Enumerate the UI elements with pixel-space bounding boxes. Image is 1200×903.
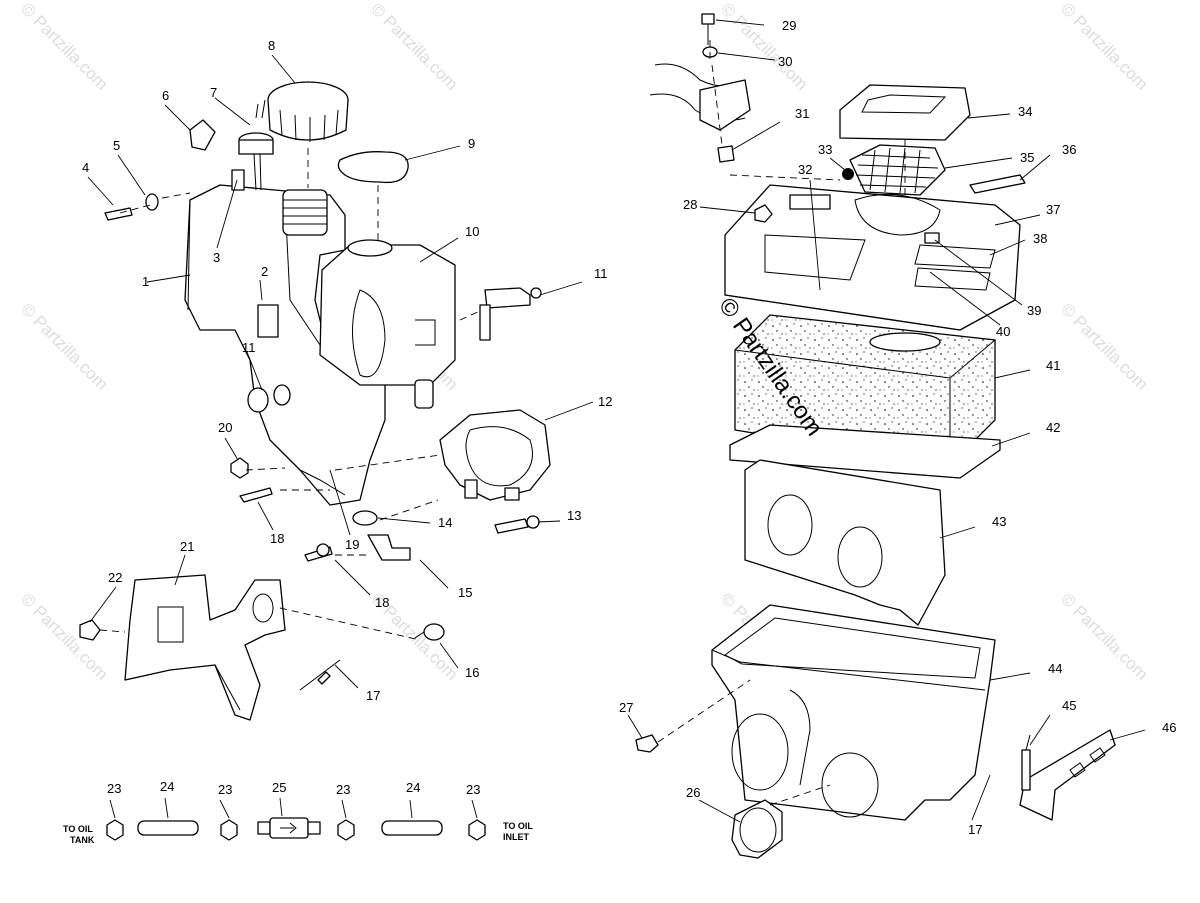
nut [230, 457, 249, 479]
airbox-base [711, 604, 996, 821]
hose-elbow [367, 534, 411, 561]
leader-lines [87, 19, 1146, 823]
callout-6: 6 [162, 88, 169, 103]
callout-42: 42 [1046, 420, 1060, 435]
callout-31: 31 [795, 106, 809, 121]
callout-3: 3 [213, 250, 220, 265]
hose-row [106, 817, 486, 841]
elbow-fitting [484, 287, 531, 309]
oil-reservoir [319, 244, 456, 386]
callout-18: 18 [270, 531, 284, 546]
watermark-text: © Partzilla.com [17, 589, 111, 683]
callout-17: 17 [968, 822, 982, 837]
callout-37: 37 [1046, 202, 1060, 217]
callout-21: 21 [180, 539, 194, 554]
callout-5: 5 [113, 138, 120, 153]
callout-2: 2 [261, 264, 268, 279]
callout-39: 39 [1027, 303, 1041, 318]
watermark-text: © Partzilla.com [1057, 0, 1151, 94]
callout-10: 10 [465, 224, 479, 239]
callout-24: 24 [160, 779, 174, 794]
callout-26: 26 [686, 785, 700, 800]
watermark-text: © Partzilla.com [17, 299, 111, 393]
dashed-guides-right [657, 40, 906, 806]
callout-28: 28 [683, 197, 697, 212]
callout-43: 43 [992, 514, 1006, 529]
callout-18: 18 [375, 595, 389, 610]
callout-29: 29 [782, 18, 796, 33]
oil-tank-body [184, 184, 386, 506]
callout-19: 19 [345, 537, 359, 552]
intake-duct [731, 799, 783, 859]
watermark-text: © Partzilla.com [17, 0, 111, 94]
note-to-oil-tank-2: TANK [70, 835, 95, 845]
callout-44: 44 [1048, 661, 1062, 676]
breather-nipple [231, 169, 245, 191]
oil-tank-assembly [79, 81, 551, 721]
callout-9: 9 [468, 136, 475, 151]
note-to-oil-inlet-2: INLET [503, 832, 530, 842]
callout-7: 7 [210, 85, 217, 100]
callout-8: 8 [268, 38, 275, 53]
oil-pump [439, 409, 551, 501]
callout-22: 22 [108, 570, 122, 585]
washer [145, 193, 159, 211]
mounting-bracket [124, 574, 286, 721]
airbox-assembly [635, 13, 1116, 859]
watermark-text: © Partzilla.com [1057, 299, 1151, 393]
baffle-plate [744, 459, 946, 626]
callout-24: 24 [406, 780, 420, 795]
callout-35: 35 [1020, 150, 1034, 165]
gasket [729, 424, 1001, 479]
clip-bracket [189, 119, 216, 151]
label-decal [257, 304, 279, 338]
bolt [104, 207, 133, 221]
callout-40: 40 [996, 324, 1010, 339]
dashed-guides-left [99, 148, 483, 641]
callout-27: 27 [619, 700, 633, 715]
callout-36: 36 [1062, 142, 1076, 157]
callout-23: 23 [336, 782, 350, 797]
callout-45: 45 [1062, 698, 1076, 713]
note-to-oil-inlet-1: TO OIL [503, 821, 533, 831]
watermark-text: © Partzilla.com [367, 0, 461, 94]
callout-1: 1 [142, 274, 149, 289]
airbox-lid [724, 184, 1021, 331]
callout-14: 14 [438, 515, 452, 530]
callout-23: 23 [466, 782, 480, 797]
callout-25: 25 [272, 780, 286, 795]
watermark-text: © Partzilla.com [1057, 589, 1151, 683]
callout-41: 41 [1046, 358, 1060, 373]
callout-32: 32 [798, 162, 812, 177]
callout-20: 20 [218, 420, 232, 435]
callout-23: 23 [218, 782, 232, 797]
callout-13: 13 [567, 508, 581, 523]
callout-34: 34 [1018, 104, 1032, 119]
callout-11: 11 [594, 266, 608, 281]
callout-46: 46 [1162, 720, 1176, 735]
callout-23: 23 [107, 781, 121, 796]
intake-screen [849, 144, 946, 196]
watermark-text: © Partzilla.com [717, 0, 811, 94]
callout-17: 17 [366, 688, 380, 703]
note-to-oil-tank-1: TO OIL [63, 824, 93, 834]
callout-12: 12 [598, 394, 612, 409]
callout-33: 33 [818, 142, 832, 157]
callout-16: 16 [465, 665, 479, 680]
callout-11: 11 [242, 340, 256, 355]
callout-4: 4 [82, 160, 89, 175]
cap-gasket [337, 151, 409, 184]
filler-neck [282, 189, 328, 236]
bracket [1019, 729, 1116, 821]
callout-38: 38 [1033, 231, 1047, 246]
callout-15: 15 [458, 585, 472, 600]
callout-30: 30 [778, 54, 792, 69]
